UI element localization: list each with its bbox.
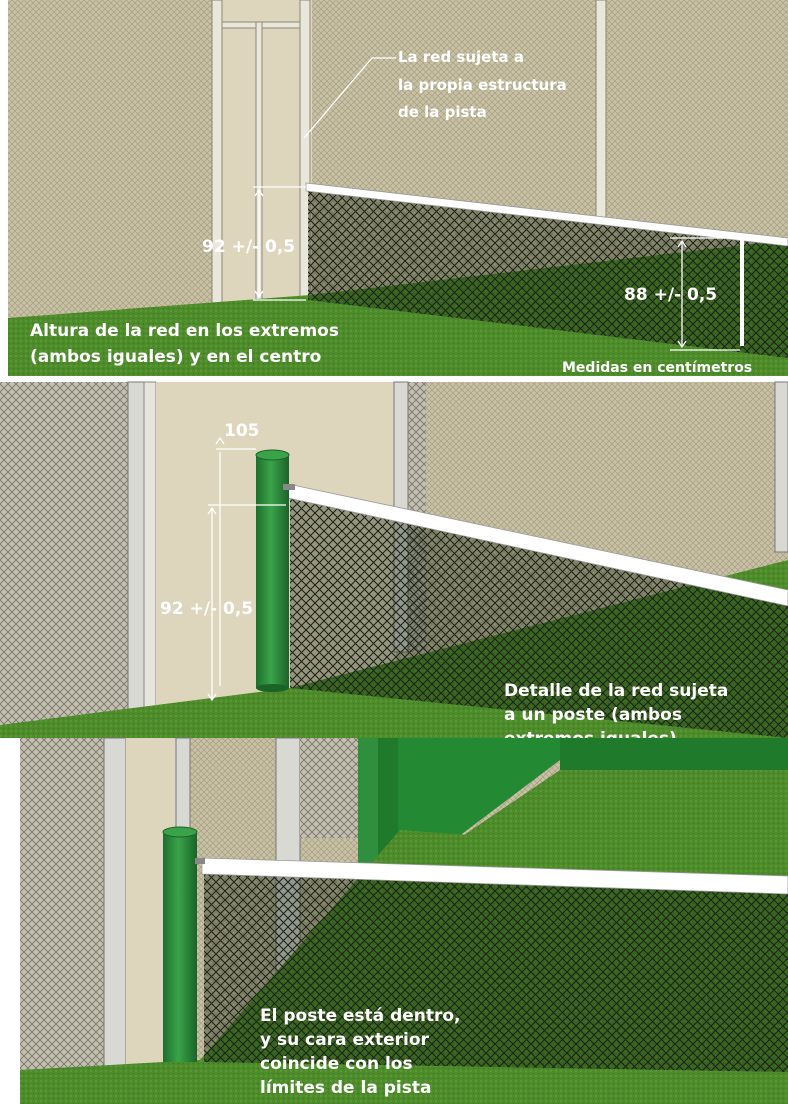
post: [256, 455, 289, 688]
units-note: Medidas en centímetros: [562, 360, 752, 376]
caption-line-2: a un poste (ambos: [504, 705, 682, 725]
fence-left: [20, 738, 110, 1104]
panel-2: 105 92 +/- 0,5 Detalle de la red sujeta …: [0, 381, 788, 749]
net-tape: [201, 857, 788, 895]
center-height-dimension: [670, 237, 740, 351]
caption-line-1: Altura de la red en los extremos: [30, 321, 339, 341]
callout-line-2: la propia estructura: [398, 76, 567, 94]
net-height-label: 92 +/- 0,5: [160, 599, 253, 619]
callout-line-1: La red sujeta a: [398, 48, 524, 66]
post-height-label: 105: [224, 421, 260, 441]
callout-leader: [303, 57, 396, 139]
post: [163, 832, 197, 1062]
net: [204, 866, 788, 1072]
net-tape: [305, 182, 788, 247]
end-height-label: 92 +/- 0,5: [202, 237, 295, 257]
caption-line-2: (ambos iguales) y en el centro: [30, 347, 321, 367]
caption-line-2: y su cara exterior: [260, 1030, 430, 1050]
panel-1: La red sujeta a la propia estructura de …: [8, 0, 788, 376]
caption-line-1: Detalle de la red sujeta: [504, 681, 728, 701]
center-strap: [740, 240, 744, 346]
panel-3: El poste está dentro, y su cara exterior…: [20, 737, 788, 1104]
caption-line-3: coincide con los: [260, 1054, 413, 1074]
end-height-dimension: [253, 186, 306, 301]
caption-line-1: El poste está dentro,: [260, 1006, 461, 1026]
center-height-label: 88 +/- 0,5: [624, 285, 717, 305]
callout-line-3: de la pista: [398, 103, 487, 121]
post-height-dimension: [215, 436, 256, 686]
net-height-dimension: [207, 504, 286, 702]
caption-line-4: límites de la pista: [260, 1078, 431, 1098]
net: [290, 490, 788, 738]
fence-left: [0, 382, 130, 738]
